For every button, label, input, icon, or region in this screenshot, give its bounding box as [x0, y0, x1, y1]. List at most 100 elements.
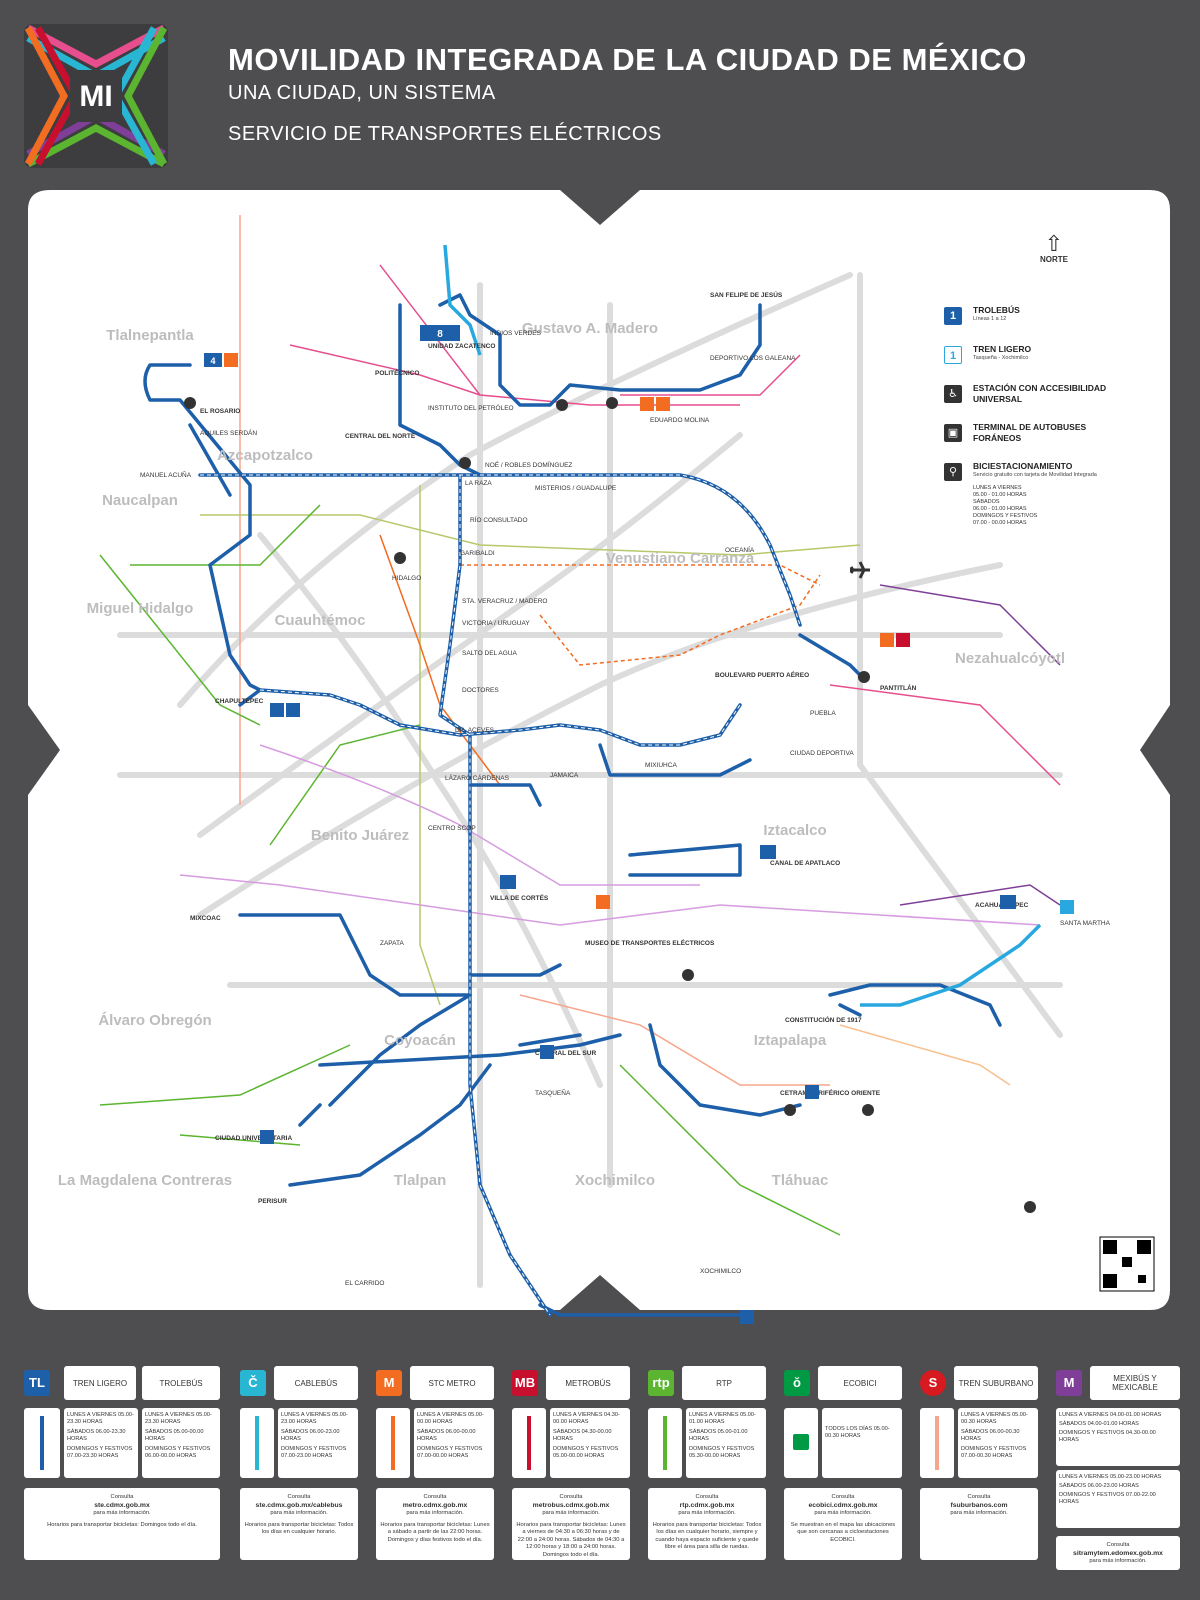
station-label: CENTRAL DEL SUR [535, 1050, 596, 1057]
legend-title: TROLEBÚS [973, 305, 1020, 315]
metro-icon: M [376, 1370, 402, 1396]
station-label: LÁZARO CÁRDENAS [445, 773, 510, 782]
svg-text:4: 4 [210, 356, 215, 366]
legend-sub: Servicio gratuito con tarjeta de Movilid… [973, 472, 1097, 478]
station-label: EL CARRIDO [345, 1280, 385, 1287]
airport-icon [849, 561, 870, 579]
station-labels: EL ROSARIO AQUILES SERDÁN MANUEL ACUÑA C… [140, 290, 1111, 1287]
bike-hours-value: 06.00 - 01.00 HORAS [973, 506, 1027, 512]
station-label: TASQUEÑA [535, 1088, 571, 1097]
station-label: PANTITLÁN [880, 683, 917, 692]
station-label: XOCHIMILCO [700, 1268, 741, 1275]
service-website: metro.cdmx.gob.mx [402, 1501, 468, 1509]
legend-title: TREN LIGERO [973, 344, 1032, 354]
service-website: metrobus.cdmx.gob.mx [532, 1501, 610, 1509]
page-subtitle: UNA CIUDAD, UN SISTEMA [228, 82, 496, 104]
service-suburbano: S TREN SUBURBANO LUNES A VIERNES 05.00-0… [920, 1366, 1038, 1596]
station-label: ZAPATA [380, 940, 405, 947]
service-mexibus: M MEXIBÚS Y MEXICABLE LUNES A VIERNES 04… [1056, 1366, 1180, 1596]
ecobici-icon: ǒ [784, 1370, 810, 1396]
service-metro: M STC METRO LUNES A VIERNES 05.00-00.00 … [376, 1366, 494, 1596]
service-rtp: rtp RTP LUNES A VIERNES 05.00-01.00 HORA… [648, 1366, 766, 1596]
service-contact: Consulta ste.cdmx.gob.mx para más inform… [24, 1488, 220, 1560]
muni-label: Tlalnepantla [106, 327, 194, 344]
station-label: MANUEL ACUÑA [140, 470, 192, 479]
station-label: MIXCOAC [190, 915, 221, 922]
muni-label: La Magdalena Contreras [58, 1172, 232, 1189]
muni-label: Álvaro Obregón [98, 1012, 211, 1029]
station-label: CHAPULTEPEC [215, 698, 264, 705]
tren-ligero-icon: TL [24, 1370, 50, 1396]
station-label: VICTORIA / URUGUAY [462, 620, 530, 627]
page-title: MOVILIDAD INTEGRADA DE LA CIUDAD DE MÉXI… [228, 42, 1027, 77]
service-label: MEXIBÚS Y MEXICABLE [1090, 1366, 1180, 1400]
station-label: CONSTITUCIÓN DE 1917 [785, 1015, 862, 1024]
station-label: INSTITUTO DEL PETRÓLEO [428, 403, 514, 412]
station-label: HIDALGO [392, 575, 421, 582]
schedule: LUNES A VIERNES 05.00-00.30 HORAS SÁBADO… [958, 1408, 1038, 1478]
station-label: RÍO CONSULTADO [470, 515, 528, 524]
cablebus-icon: Č [240, 1370, 266, 1396]
legend-trolebus: 1 TROLEBÚS Líneas 1 a 12 [944, 305, 1184, 338]
service-website: rtp.cdmx.gob.mx [679, 1501, 735, 1509]
cablebus-strip [240, 1408, 274, 1478]
bus-terminal-icon: ▣ [944, 424, 962, 442]
colored-lines [99, 215, 1061, 1236]
bike-station-icons [184, 397, 1036, 1213]
rtp-icon: rtp [648, 1370, 674, 1396]
service-website: fsuburbanos.com [950, 1501, 1008, 1509]
bike-hours-value: 07.00 - 00.00 HORAS [973, 520, 1027, 526]
station-label: CENTRO SCOP [428, 825, 476, 832]
station-label: MIXIUHCA [645, 762, 677, 769]
schedule: LUNES A VIERNES 05.00-23.00 HORAS SÁBADO… [278, 1408, 358, 1478]
muni-label: Xochimilco [575, 1172, 655, 1189]
service-ecobici: ǒ ECOBICI TODOS LOS DÍAS 05.00-00.30 HOR… [784, 1366, 902, 1596]
qr-code [1099, 1236, 1155, 1292]
suburbano-strip [920, 1408, 954, 1478]
service-label: METROBÚS [546, 1366, 630, 1400]
service-website: ste.cdmx.gob.mx/cablebus [255, 1501, 343, 1509]
logo-text: MI [79, 80, 112, 113]
service-label: TREN SUBURBANO [954, 1366, 1038, 1400]
service-name: SERVICIO DE TRANSPORTES ELÉCTRICOS [228, 123, 662, 145]
rtp-strip [648, 1408, 682, 1478]
legend-title: BICIESTACIONAMIENTO [973, 461, 1073, 471]
muni-label: Iztapalapa [754, 1032, 827, 1049]
service-info-panel: TL TREN LIGERO TROLEBÚS LUNES A VIERNES … [0, 1360, 1200, 1600]
schedule: LUNES A VIERNES 05.00-01.00 HORAS SÁBADO… [686, 1408, 766, 1478]
station-label: CIUDAD DEPORTIVA [790, 750, 854, 757]
bike-hours-day: SÁBADOS [973, 499, 1000, 505]
muni-label: Nezahualcóyotl [955, 650, 1065, 667]
muni-label: Tlalpan [394, 1172, 447, 1189]
station-label: PUEBLA [810, 710, 836, 717]
transit-map[interactable]: Tlalnepantla Gustavo A. Madero Azcapotza… [0, 185, 1200, 1335]
station-label: CENTRAL DEL NORTE [345, 433, 416, 440]
schedule: LUNES A VIERNES 05.00-23.00 HORAS SÁBADO… [1056, 1470, 1180, 1528]
bicycle-icon: ⚲ [944, 463, 962, 481]
muni-label: Coyoacán [384, 1032, 456, 1049]
legend-bus-terminal: ▣ TERMINAL DE AUTOBUSES FORÁNEOS [944, 422, 1184, 455]
service-metrobus: MB METROBÚS LUNES A VIERNES 04.30-00.00 … [512, 1366, 630, 1596]
service-website: ecobici.cdmx.gob.mx [808, 1501, 878, 1509]
station-label: GARIBALDI [460, 550, 495, 557]
station-label: INDIOS VERDES [490, 330, 542, 337]
muni-label: Naucalpan [102, 492, 178, 509]
station-label: EDUARDO MOLINA [650, 417, 710, 424]
station-label: PERISUR [258, 1198, 287, 1205]
legend-tren-ligero: 1 TREN LIGERO Tasqueña - Xochimilco [944, 344, 1184, 377]
schedule: LUNES A VIERNES 05.00-23.30 HORAS SÁBADO… [142, 1408, 220, 1478]
route-badges: 4 8 [204, 325, 1074, 1324]
map-canvas: Tlalnepantla Gustavo A. Madero Azcapotza… [28, 190, 1170, 1324]
bike-hours: LUNES A VIERNES 05.00 - 01.00 HORAS SÁBA… [973, 485, 1037, 527]
north-arrow: ⇧ NORTE [1034, 233, 1074, 265]
station-label: CANAL DE APATLACO [770, 860, 840, 867]
service-website: sitramytem.edomex.gob.mx [1073, 1549, 1163, 1557]
metro-strip [376, 1408, 410, 1478]
service-label: STC METRO [410, 1366, 494, 1400]
station-label: AQUILES SERDÁN [200, 428, 257, 437]
